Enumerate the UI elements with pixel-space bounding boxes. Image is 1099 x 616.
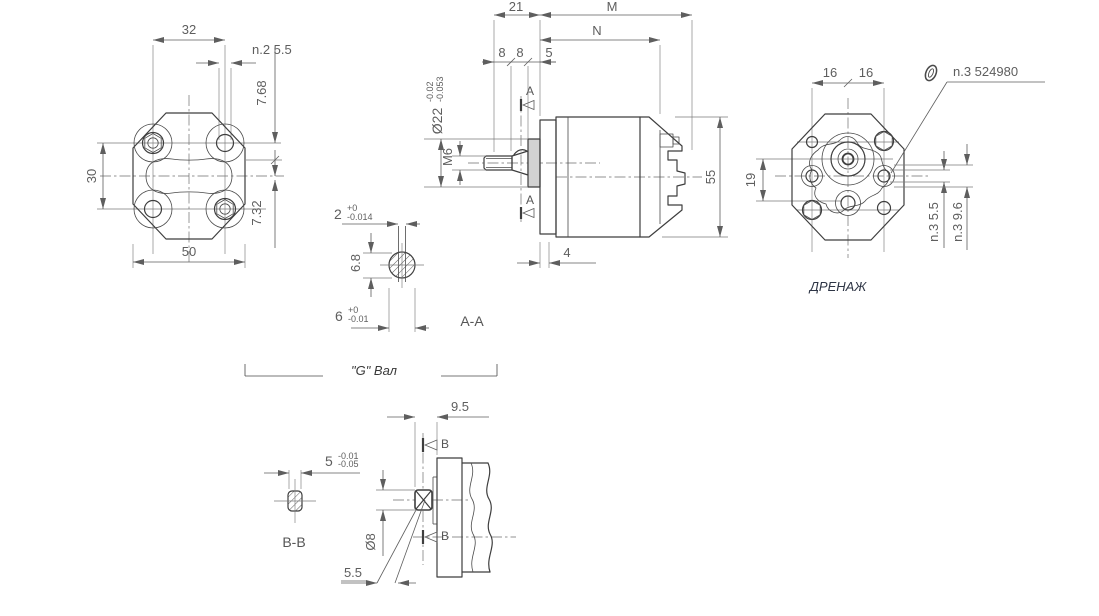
oring-icon (924, 64, 938, 82)
shaft-detail-view: "G" Вал 5 -0.01 -0.05 B-B B B (244, 363, 516, 586)
svg-text:-0.053: -0.053 (435, 76, 445, 102)
dim-key-w: 5 (325, 453, 333, 469)
dim-key-width: 2 (334, 206, 342, 222)
mount-flange-edge (436, 457, 463, 578)
section-mark-a-top: A (526, 84, 534, 98)
svg-text:+0: +0 (347, 203, 357, 213)
flange-outline (132, 112, 246, 240)
rear-cover (639, 116, 686, 238)
svg-text:-0.01: -0.01 (348, 314, 369, 324)
dim-5: 5 (545, 45, 552, 60)
dim-16-right: 16 (859, 65, 873, 80)
front-plate (539, 119, 557, 235)
section-aa-label: A-A (460, 313, 484, 329)
section-mark-b-bottom: B (441, 529, 449, 543)
svg-text:Ø22: Ø22 (429, 108, 445, 135)
dim-4: 4 (563, 245, 570, 260)
section-bb-label: B-B (282, 534, 305, 550)
dim-M: M (607, 0, 618, 14)
dim-95: 9.5 (451, 399, 469, 414)
svg-text:-0.01: -0.01 (338, 451, 359, 461)
pump-body (555, 116, 641, 238)
hex-bolt-icon (144, 133, 162, 153)
dim-8b: 8 (516, 45, 523, 60)
plain-hole (215, 133, 235, 153)
dim-19: 19 (743, 173, 758, 187)
chamber-contour (145, 158, 233, 194)
dim-68: 6.8 (348, 254, 363, 272)
dim-768: 7.68 (254, 80, 269, 105)
center-bore (830, 141, 866, 177)
shaft-title: "G" Вал (351, 363, 398, 378)
dim-n2-55: n.2 5.5 (252, 42, 292, 57)
dim-8a: 8 (498, 45, 505, 60)
drain-hole (805, 169, 819, 183)
svg-text:-0.05: -0.05 (338, 459, 359, 469)
dim-N: N (592, 23, 601, 38)
front-view: 32 n.2 5.5 7.68 7.32 30 50 (84, 22, 292, 268)
rear-flange-outline (791, 113, 905, 241)
section-arrow-icon (423, 531, 438, 543)
bolt-hole (213, 197, 237, 221)
dim-55-key: 5.5 (344, 565, 362, 580)
svg-text:+0: +0 (348, 305, 358, 315)
dim-732: 7.32 (249, 200, 264, 225)
bolt-hole (141, 131, 165, 155)
lower-bore (840, 195, 856, 211)
oring-note: n.3 524980 (953, 64, 1018, 79)
dim-flat: 6 (335, 308, 343, 324)
svg-text:-0.02: -0.02 (425, 81, 435, 102)
key-arc (513, 149, 528, 156)
drain-caption: ДРЕНАЖ (808, 279, 868, 294)
side-view: A A 21 M N 8 8 5 Ø22 -0.02 -0.053 (424, 0, 728, 268)
dim-50: 50 (182, 244, 196, 259)
section-mark-a-bottom: A (526, 193, 534, 207)
drain-hole (877, 169, 891, 183)
gasket-contour (809, 136, 890, 214)
dim-21: 21 (509, 0, 523, 14)
dim-pilot-diameter: Ø22 -0.02 -0.053 (425, 76, 445, 134)
dim-55: 55 (703, 170, 718, 184)
hex-plug-icon (803, 200, 821, 220)
break-line (486, 462, 493, 573)
drain-hole (805, 135, 819, 149)
section-aa: 2 +0 -0.014 6.8 6 +0 -0.01 A-A (334, 203, 484, 332)
pilot-boss (527, 138, 541, 188)
drain-dim-55: n.3 5.5 (926, 202, 941, 242)
drain-dim-96: n.3 9.6 (950, 202, 965, 242)
drain-hole (876, 200, 892, 216)
dim-m6: M6 (440, 148, 455, 166)
plain-hole (143, 199, 163, 219)
rear-view: 16 16 19 n.3 524980 n.3 5.5 n.3 9.6 ДРЕН… (743, 64, 1045, 294)
dim-16-left: 16 (823, 65, 837, 80)
dim-30: 30 (84, 169, 99, 183)
hex-bolt-icon (216, 199, 234, 219)
section-mark-b-top: B (441, 437, 449, 451)
section-arrow-icon (521, 207, 535, 219)
leader-line (890, 81, 948, 174)
break-line (469, 462, 476, 573)
hex-plug-icon (875, 131, 893, 151)
dim-dia8: Ø8 (363, 533, 378, 550)
section-arrow-icon (521, 99, 535, 111)
dim-32: 32 (182, 22, 196, 37)
section-arrow-icon (423, 439, 438, 451)
svg-text:-0.014: -0.014 (347, 212, 373, 222)
